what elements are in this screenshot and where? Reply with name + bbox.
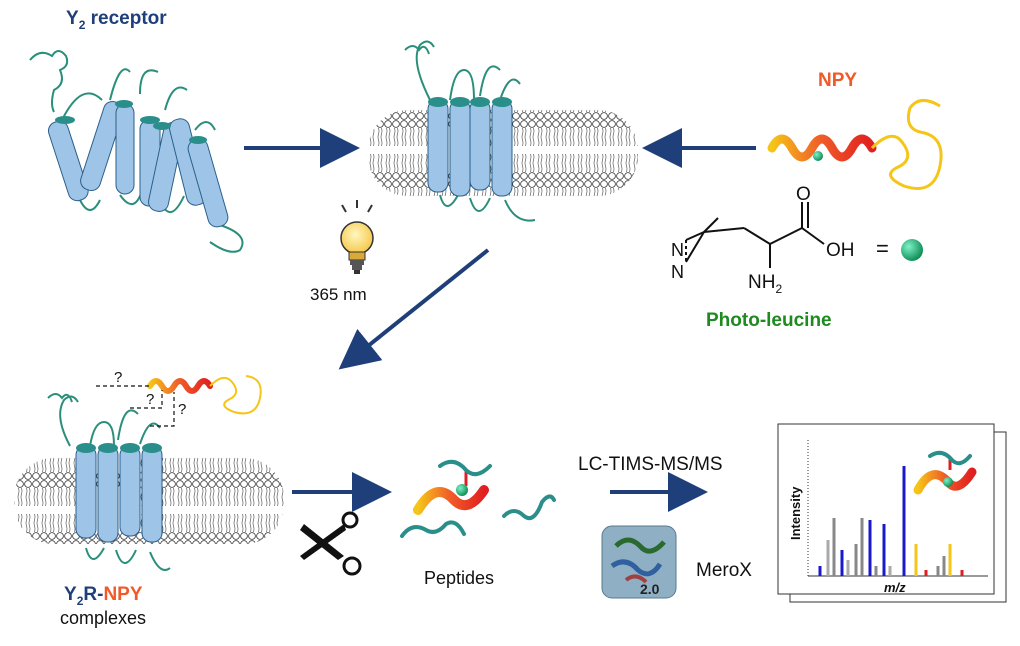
peptides-label: Peptides	[424, 568, 494, 588]
ms-spectrum	[777, 423, 1007, 603]
peptide-fragments	[400, 459, 556, 538]
lc-ms-label: LC-TIMS-MS/MS	[578, 454, 723, 475]
light-bulb-icon	[340, 200, 374, 274]
question-mark-1: ?	[114, 369, 122, 386]
complexes-label: complexes	[60, 608, 146, 628]
hydroxyl-label: OH	[826, 240, 855, 261]
complex-title: Y2R-NPY	[64, 584, 143, 608]
scissors-icon	[300, 511, 362, 576]
photo-leucine-structure	[685, 202, 825, 268]
photo-leucine-ball-icon	[901, 239, 923, 261]
merox-label: MeroX	[696, 560, 752, 581]
free-receptor	[29, 50, 244, 253]
npy-label: NPY	[818, 70, 857, 91]
wavelength-label: 365 nm	[310, 285, 367, 304]
spectrum-xlabel: m/z	[884, 580, 906, 595]
diazirine-n1: N	[671, 240, 684, 260]
merox-logo: 2.0	[601, 525, 677, 599]
question-mark-3: ?	[178, 401, 186, 418]
question-mark-2: ?	[146, 391, 154, 408]
membrane-receptor-complex	[14, 375, 284, 571]
merox-version: 2.0	[640, 581, 660, 597]
membrane-receptor-top	[368, 40, 638, 222]
diazirine-n2: N	[671, 262, 684, 282]
photo-leucine-label: Photo-leucine	[706, 310, 832, 331]
spectrum-ylabel: Intensity	[788, 486, 803, 540]
equals-sign: =	[876, 236, 889, 261]
amine-label: NH2	[748, 272, 782, 296]
arrow-crosslink	[338, 248, 490, 370]
y2-receptor-title: Y2 receptor	[66, 8, 167, 32]
carbonyl-o: O	[796, 184, 811, 205]
npy-peptide	[767, 99, 943, 190]
